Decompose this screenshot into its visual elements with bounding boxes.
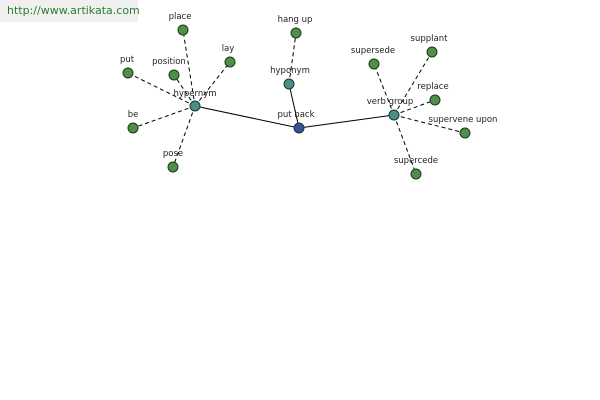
node-dot-lay[interactable] xyxy=(224,56,236,68)
node-label-supercede[interactable]: supercede xyxy=(394,156,438,166)
node-label-supplant[interactable]: supplant xyxy=(411,34,449,44)
edge-verb-group-supplant xyxy=(393,51,433,116)
node-label-hypernym[interactable]: hypernym xyxy=(173,89,216,99)
node-label-place[interactable]: place xyxy=(169,12,192,22)
graph-edges xyxy=(127,29,466,175)
edge-put-back-hypernym xyxy=(194,105,300,129)
node-dot-hypernym[interactable] xyxy=(189,100,201,112)
node-supervene-upon[interactable]: supervene upon xyxy=(429,115,498,139)
node-replace[interactable]: replace xyxy=(417,82,449,106)
node-lay[interactable]: lay xyxy=(222,44,236,68)
edge-put-back-hyponym xyxy=(288,83,300,129)
edge-hypernym-place xyxy=(182,29,196,107)
node-dot-put-back[interactable] xyxy=(293,122,305,134)
node-label-lay[interactable]: lay xyxy=(222,44,235,54)
node-put[interactable]: put xyxy=(120,55,135,79)
node-label-pose[interactable]: pose xyxy=(163,149,183,159)
node-supplant[interactable]: supplant xyxy=(411,34,449,58)
edge-verb-group-replace xyxy=(393,99,436,116)
node-label-supervene-upon[interactable]: supervene upon xyxy=(429,115,498,125)
node-be[interactable]: be xyxy=(127,110,139,134)
node-label-be[interactable]: be xyxy=(128,110,139,120)
node-label-hyponym[interactable]: hyponym xyxy=(270,66,310,76)
node-dot-hang-up[interactable] xyxy=(290,27,302,39)
node-dot-supercede[interactable] xyxy=(410,168,422,180)
edge-hyponym-hang-up xyxy=(288,32,297,85)
node-dot-supplant[interactable] xyxy=(426,46,438,58)
node-pose[interactable]: pose xyxy=(163,149,183,173)
node-supersede[interactable]: supersede xyxy=(351,46,395,70)
edge-hypernym-pose xyxy=(172,105,196,168)
node-dot-verb-group[interactable] xyxy=(388,109,400,121)
node-dot-hyponym[interactable] xyxy=(283,78,295,90)
edge-hypernym-position xyxy=(173,74,196,107)
node-hang-up[interactable]: hang up xyxy=(278,15,313,39)
node-label-supersede[interactable]: supersede xyxy=(351,46,395,56)
node-hypernym[interactable]: hypernym xyxy=(173,89,217,112)
node-dot-supersede[interactable] xyxy=(368,58,380,70)
edge-verb-group-supervene-upon xyxy=(393,114,466,134)
edge-hypernym-put xyxy=(127,72,196,107)
node-dot-position[interactable] xyxy=(168,69,180,81)
node-put-back[interactable]: put back xyxy=(277,110,315,134)
node-label-position[interactable]: position xyxy=(152,57,186,67)
node-hyponym[interactable]: hyponym xyxy=(270,66,310,90)
node-dot-place[interactable] xyxy=(177,24,189,36)
edge-hypernym-be xyxy=(132,105,196,129)
graph-nodes: put back hypernym hyponym verb group place po… xyxy=(120,12,498,180)
node-dot-put[interactable] xyxy=(122,67,134,79)
node-dot-replace[interactable] xyxy=(429,94,441,106)
node-dot-supervene-upon[interactable] xyxy=(459,127,471,139)
edge-hypernym-lay xyxy=(194,61,231,107)
node-label-put[interactable]: put xyxy=(120,55,135,65)
edge-verb-group-supercede xyxy=(393,114,417,175)
node-supercede[interactable]: supercede xyxy=(394,156,438,180)
watermark-url[interactable]: http://www.artikata.com xyxy=(0,0,140,22)
node-label-put-back[interactable]: put back xyxy=(277,110,314,120)
node-label-hang-up[interactable]: hang up xyxy=(278,15,313,25)
node-label-verb-group[interactable]: verb group xyxy=(367,97,414,107)
node-dot-pose[interactable] xyxy=(167,161,179,173)
edge-put-back-verb-group xyxy=(298,114,395,129)
edge-verb-group-supersede xyxy=(373,63,395,116)
node-position[interactable]: position xyxy=(152,57,186,81)
node-place[interactable]: place xyxy=(169,12,192,36)
node-dot-be[interactable] xyxy=(127,122,139,134)
node-verb-group[interactable]: verb group xyxy=(367,97,414,121)
node-label-replace[interactable]: replace xyxy=(417,82,448,92)
